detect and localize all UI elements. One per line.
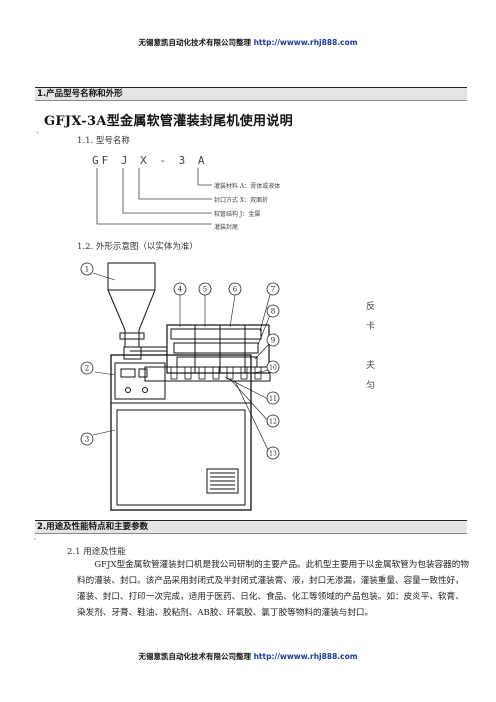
callouts: 1 2 3 4 5 6 7 8 9 10 11 12 13 — [80, 262, 280, 460]
callout-9: 9 — [271, 337, 275, 345]
callout-4: 4 — [178, 286, 183, 294]
model-label-tube: 软管结构 J：金属 — [214, 211, 261, 218]
knob-right — [142, 387, 148, 393]
bracket-line-4 — [197, 168, 212, 186]
side-char-2: 卡 — [366, 322, 376, 332]
callout-11: 11 — [269, 396, 277, 403]
bracket-line-1 — [96, 168, 212, 225]
callout-1: 1 — [85, 266, 89, 274]
side-char-4: 匀 — [366, 381, 376, 391]
callout-3: 3 — [85, 436, 89, 444]
page-header: 无锡意凯自动化技术有限公司整理 http://wwww.rhj888.com — [0, 37, 496, 48]
model-label-seal: 封口方式 X：双面折 — [214, 197, 269, 204]
callout-2: 2 — [85, 365, 89, 373]
filling-mechanism — [166, 324, 270, 374]
knob-left — [125, 387, 131, 393]
header-company: 无锡意凯自动化技术有限公司整理 — [138, 38, 251, 47]
callout-10: 10 — [269, 365, 277, 372]
callout-6: 6 — [233, 286, 238, 294]
footer-url[interactable]: http://wwww.rhj888.com — [253, 652, 358, 661]
section-1-heading-text: 1.产品型号名称和外形 — [37, 89, 123, 99]
subsection-1-2-heading: 1.2. 外形示意图（以实体为准） — [77, 242, 198, 252]
callout-5: 5 — [203, 286, 207, 294]
machine-body — [110, 354, 252, 511]
model-label-function: 灌装封尾 — [214, 224, 239, 231]
bracket-line-2 — [122, 168, 212, 214]
cabinet-door — [116, 409, 246, 506]
stray-mark-2: ; — [34, 533, 37, 541]
hopper — [107, 262, 156, 348]
bracket-line-3 — [138, 168, 212, 200]
machine-diagram: 1 2 3 4 5 6 7 8 9 10 11 12 13 — [80, 262, 280, 511]
model-code-diagram — [96, 168, 212, 225]
side-char-3: 夫 — [366, 361, 376, 371]
control-panel — [114, 362, 166, 400]
section-2-heading: 2.用途及性能特点和主要参数 — [35, 520, 467, 534]
footer-company: 无锡意凯自动化技术有限公司整理 — [138, 652, 251, 661]
display — [120, 368, 136, 378]
stray-mark: 、 — [36, 127, 43, 135]
model-code: GF J X - 3 A — [92, 154, 208, 167]
callout-13: 13 — [269, 451, 277, 458]
vent — [206, 468, 239, 494]
usage-paragraph: GFJX型金属软管灌装封口机是我公司研制的主要产品。此机型主要用于以金属软管为包… — [77, 557, 472, 621]
subsection-1-1-heading: 1.1. 型号名称 — [77, 136, 130, 146]
side-char-1: 反 — [366, 302, 376, 312]
model-label-material: 灌装材料 A：膏体或液体 — [214, 183, 281, 190]
subsection-2-1-heading: 2.1 用途及性能 — [67, 547, 126, 557]
section-1-heading: 1.产品型号名称和外形 — [35, 87, 467, 101]
callout-7: 7 — [271, 286, 275, 294]
document-title: GFJX-3A型金属软管灌装封尾机使用说明 — [44, 114, 293, 129]
header-url[interactable]: http://wwww.rhj888.com — [253, 38, 358, 47]
callout-12: 12 — [269, 419, 277, 426]
usage-paragraph-text: GFJX型金属软管灌装封口机是我公司研制的主要产品。此机型主要用于以金属软管为包… — [77, 560, 469, 618]
page-footer: 无锡意凯自动化技术有限公司整理 http://wwww.rhj888.com — [0, 651, 496, 662]
callout-8: 8 — [271, 308, 275, 316]
section-2-heading-text: 2.用途及性能特点和主要参数 — [37, 522, 149, 532]
